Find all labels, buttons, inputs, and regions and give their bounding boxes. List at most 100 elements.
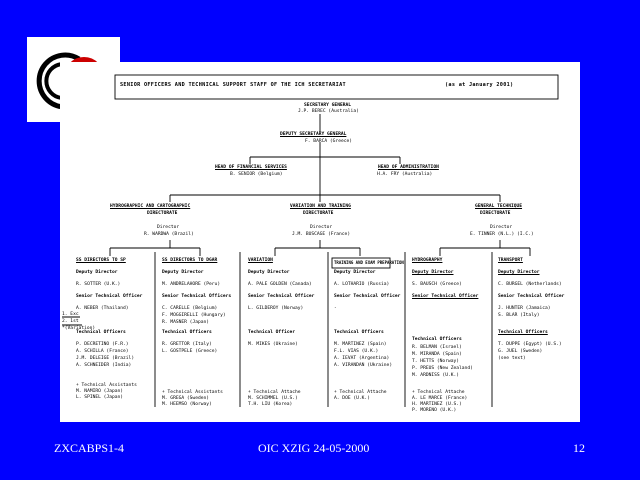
column-foot: M. GREGA (Sweden) [162, 396, 210, 401]
column-row: M. MIRANDA (Spain) [412, 352, 462, 357]
column-row: C. BURGEL (Netherlands) [498, 282, 562, 287]
column-foot: + Technical Attache [248, 390, 301, 395]
column-row: Technical Officers [498, 330, 548, 335]
column-foot: + Technical Attache [412, 390, 465, 395]
column-row: Senior Technical Officers [162, 294, 232, 299]
admin-name: H.A. FRY (Australia) [377, 172, 433, 177]
dirB-title: VARIATION AND TRAINING [290, 204, 351, 209]
dirA-role: Director [157, 225, 180, 230]
column-row: Senior Technical Officer [498, 294, 565, 299]
column-row: A. SCHNEIDER (India) [76, 363, 132, 368]
org-chart-document: SENIOR OFFICERS AND TECHNICAL SUPPORT ST… [60, 62, 580, 422]
column-row: Technical Officers [162, 330, 212, 335]
column-foot: P. MORENO (U.K.) [412, 408, 457, 413]
dirC-title: GENERAL TECHNIQUE [475, 204, 523, 209]
column-row: Deputy Director [498, 270, 540, 275]
column-head: HYDROGRAPHY [412, 258, 443, 263]
column-row: R. SOTTER (U.K.) [76, 282, 121, 287]
column-row: Technical Officers [412, 337, 462, 342]
dirC-role: Director [490, 225, 513, 230]
column-row: J. HUNTER (Jamaica) [498, 306, 551, 311]
column-row: M. MIKES (Ukraine) [248, 342, 298, 347]
dirC-sub: DIRECTORATE [480, 211, 511, 216]
column-row: Senior Technical Officer [248, 294, 315, 299]
column-row: Senior Technical Officer [334, 294, 401, 299]
column-head: TRANSPORT [498, 258, 523, 263]
column-head: VARIATION [248, 258, 273, 263]
side-note: 1. Exc [62, 312, 79, 317]
column-row: (see text) [498, 356, 526, 361]
column-row: - [334, 306, 337, 311]
fin-name: B. SENIOR (Belgium) [230, 172, 283, 177]
sg-name: J.P. BEREC (Australia) [298, 109, 359, 114]
dirB-name: J.M. BUSCAGE (France) [292, 232, 351, 237]
dirA-sub: DIRECTORATE [147, 211, 178, 216]
column-foot: L. SPINEL (Japan) [76, 395, 124, 400]
column-foot: + Technical Assistants [162, 390, 223, 395]
column-row: L. GOSTPELE (Greece) [162, 349, 218, 354]
column-row: Deputy Director [248, 270, 290, 275]
column-row: F. MOGGIRELLI (Hungary) [162, 313, 226, 318]
column-row: P. DECRETINO (F.R.) [76, 342, 129, 347]
column-row: S. BLAR (Italy) [498, 313, 540, 318]
column-row: T. HETTS (Norway) [412, 359, 460, 364]
column-row: R. GRETTOR (Italy) [162, 342, 212, 347]
column-row: R. MASNER (Japan) [162, 320, 210, 325]
dirA-title: HYDROGRAPHIC AND CARTOGRAPHIC [110, 204, 191, 209]
dsg-name: F. BARCA (Greece) [305, 139, 353, 144]
column-foot: A. LE MARCE (France) [412, 396, 468, 401]
column-row: P. PREUS (New Zealand) [412, 366, 473, 371]
column-head: SS DIRECTORS TO DGAR [162, 258, 218, 263]
column-row: A. VIRANDAN (Ukraine) [334, 363, 393, 368]
column-head: TRAINING AND EXAM PREPARATION [334, 260, 404, 265]
column-row: G. JUEL (Sweden) [498, 349, 543, 354]
column-row: A. NEBER (Thailand) [76, 306, 129, 311]
admin-title: HEAD OF ADMINISTRATION [378, 165, 439, 170]
column-foot: M. HEEMSO (Norway) [162, 402, 212, 407]
column-row: F.L. VIAS (U.K.) [334, 349, 379, 354]
column-head: SS DIRECTORS TO SP [76, 258, 126, 263]
column-row: Senior Technical Officer [76, 294, 143, 299]
column-row: Technical Officer [248, 330, 296, 335]
org-chart-connectors [62, 74, 559, 407]
column-row: Technical Officers [76, 330, 126, 335]
column-row: Deputy Director [334, 270, 376, 275]
column-foot: A. DOE (U.K.) [334, 396, 370, 401]
column-row: A. PALE GOLDEN (Canada) [248, 282, 312, 287]
dirA-name: R. WARDWA (Brazil) [144, 232, 194, 237]
column-row: R. BELMAN (Israel) [412, 345, 462, 350]
column-row: Technical Officers [334, 330, 384, 335]
column-row: J.M. DELEIGE (Brazil) [76, 356, 135, 361]
column-row: Deputy Director [412, 270, 454, 275]
column-row: Deputy Director [162, 270, 204, 275]
dirC-name: E. TINNER (N.L.) (I.C.) [470, 232, 534, 237]
column-foot: + Technical Assistants [76, 383, 137, 388]
side-note: *(Variation) [62, 326, 96, 331]
side-note: 2. 1st [62, 319, 79, 324]
column-foot: T.H. LIU (Korea) [248, 402, 293, 407]
dsg-title: DEPUTY SECRETARY GENERAL [280, 132, 347, 137]
column-row: Deputy Director [76, 270, 118, 275]
column-row: C. CARELLE (Belgium) [162, 306, 218, 311]
column-foot: H. MARTINEZ (U.S.) [412, 402, 462, 407]
dirB-sub: DIRECTORATE [303, 211, 334, 216]
sg-title: SECRETARY GENERAL [304, 103, 352, 108]
column-row: A. SCHILLA (France) [76, 349, 129, 354]
fin-title: HEAD OF FINANCIAL SERVICES [215, 165, 287, 170]
footer-center: OIC XZIG 24-05-2000 [258, 441, 370, 455]
column-row: M. ARDNISS (U.K.) [412, 373, 460, 378]
chart-title: SENIOR OFFICERS AND TECHNICAL SUPPORT ST… [120, 82, 346, 88]
column-foot: + Technical Attache [334, 390, 387, 395]
column-row: A. IEVAT (Argentina) [334, 356, 390, 361]
dirB-role: Director [310, 225, 333, 230]
column-row: M. MARTINEZ (Spain) [334, 342, 387, 347]
column-row: Senior Technical Officer [412, 294, 479, 299]
column-foot: M. NAMIRO (Japan) [76, 389, 124, 394]
column-row: M. ANDRELAHORE (Peru) [162, 282, 221, 287]
column-row: S. BAUSCH (Greece) [412, 282, 462, 287]
column-row: T. DUPPE (Egypt) (U.S.) [498, 342, 562, 347]
footer-left: ZXCABPS1-4 [54, 441, 125, 455]
chart-date: (as at January 2001) [445, 82, 514, 88]
column-row: L. GILDEROY (Norway) [248, 306, 304, 311]
column-foot: M. SCHIMMEL (U.S.) [248, 396, 298, 401]
